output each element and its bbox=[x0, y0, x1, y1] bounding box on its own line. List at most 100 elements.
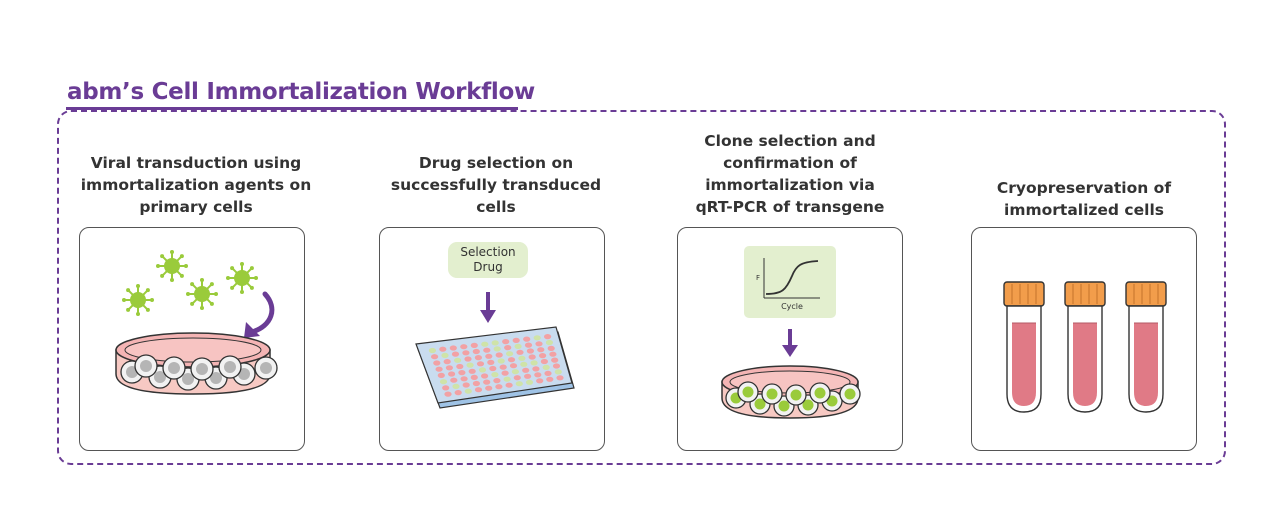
step-4-card bbox=[971, 227, 1197, 451]
cell-icon bbox=[254, 356, 278, 380]
well-icon bbox=[542, 364, 550, 370]
step-3-label: Clone selection and confirmation of immo… bbox=[695, 132, 885, 216]
well-icon bbox=[439, 346, 447, 352]
step-4-label: Cryopreservation of immortalized cells bbox=[996, 179, 1172, 219]
well-icon bbox=[485, 353, 493, 359]
well-icon bbox=[493, 378, 501, 384]
well-icon bbox=[444, 391, 452, 397]
cell-icon bbox=[162, 356, 186, 380]
well-icon bbox=[509, 363, 518, 369]
well-icon bbox=[460, 376, 468, 382]
arrow-head-icon bbox=[244, 322, 260, 338]
drug-plate-illustration: Selection Drug bbox=[415, 242, 575, 409]
cell-icon bbox=[190, 357, 214, 381]
petri-dish-icon bbox=[721, 365, 861, 419]
selection-drug-line1: Selection bbox=[460, 245, 515, 259]
well-icon bbox=[499, 364, 507, 370]
x-axis-label: Cycle bbox=[781, 302, 803, 311]
curved-arrow-icon bbox=[249, 291, 275, 335]
well-icon bbox=[518, 355, 526, 361]
amplification-curve bbox=[765, 260, 819, 295]
well-icon bbox=[489, 365, 497, 372]
well-icon bbox=[515, 381, 523, 387]
well-icon bbox=[493, 346, 501, 352]
well-icon bbox=[435, 366, 443, 372]
well-icon bbox=[464, 356, 472, 362]
well-icon bbox=[554, 369, 562, 375]
well-icon bbox=[549, 351, 557, 357]
cell-icon bbox=[761, 383, 783, 405]
well-icon bbox=[433, 360, 441, 366]
well-icon bbox=[466, 362, 474, 368]
cell-icon bbox=[809, 382, 831, 404]
well-icon bbox=[452, 383, 460, 389]
well-icon bbox=[536, 378, 544, 384]
well-icon bbox=[458, 370, 466, 376]
well-icon bbox=[501, 370, 509, 376]
well-icon bbox=[523, 336, 531, 342]
well-icon bbox=[454, 390, 462, 396]
well-icon bbox=[539, 353, 547, 359]
virus-icon bbox=[226, 262, 258, 294]
well-icon bbox=[431, 354, 439, 360]
well-icon bbox=[497, 358, 505, 364]
workflow-frame bbox=[57, 110, 1226, 465]
well-icon bbox=[516, 349, 524, 355]
step-3-card: F Cycle bbox=[677, 227, 903, 451]
well-icon bbox=[525, 379, 534, 385]
cryo-tube-icon bbox=[1003, 281, 1045, 413]
well-icon bbox=[481, 373, 489, 379]
well-icon bbox=[448, 371, 456, 377]
well-icon bbox=[450, 377, 458, 383]
well-icon bbox=[468, 368, 476, 374]
step-2-label: Drug selection on successfully transduce… bbox=[390, 154, 602, 216]
well-icon bbox=[528, 354, 536, 360]
well-icon bbox=[470, 374, 478, 380]
well-icon bbox=[514, 343, 522, 349]
well-icon bbox=[504, 345, 512, 351]
well-icon bbox=[454, 357, 462, 363]
petri-dish-icon bbox=[115, 332, 278, 395]
well-icon bbox=[552, 363, 561, 369]
well-icon bbox=[495, 352, 503, 358]
well-icon bbox=[481, 341, 489, 347]
cell-icon bbox=[218, 355, 242, 379]
well-icon bbox=[545, 339, 553, 346]
well-icon bbox=[472, 380, 480, 387]
well-icon bbox=[472, 348, 480, 355]
well-icon bbox=[437, 372, 445, 378]
well-icon bbox=[483, 347, 491, 353]
cryo-tube-icon bbox=[1125, 281, 1167, 413]
well-icon bbox=[511, 369, 519, 375]
well-icon bbox=[534, 372, 542, 378]
well-icon bbox=[491, 372, 499, 378]
virus-icon bbox=[122, 284, 154, 316]
well-plate-icon bbox=[415, 326, 575, 409]
well-icon bbox=[474, 355, 482, 361]
well-icon bbox=[456, 363, 464, 370]
well-icon bbox=[474, 387, 483, 393]
arrow-head-icon bbox=[480, 310, 496, 323]
well-icon bbox=[483, 379, 491, 385]
step-2-card: Selection Drug bbox=[379, 227, 605, 451]
well-icon bbox=[491, 340, 499, 346]
well-icon bbox=[530, 360, 538, 366]
virus-dish-illustration bbox=[115, 250, 278, 395]
selection-drug-box bbox=[448, 242, 528, 278]
well-icon bbox=[533, 335, 541, 341]
cell-icon bbox=[134, 354, 158, 378]
well-icon bbox=[506, 351, 514, 357]
well-icon bbox=[443, 359, 451, 365]
well-icon bbox=[512, 337, 520, 343]
well-icon bbox=[551, 357, 559, 363]
well-icon bbox=[524, 342, 533, 348]
well-icon bbox=[547, 345, 555, 351]
well-icon bbox=[460, 344, 468, 350]
well-icon bbox=[470, 342, 478, 348]
well-icon bbox=[478, 367, 487, 373]
well-icon bbox=[462, 350, 470, 356]
well-icon bbox=[495, 384, 503, 390]
cryo-tubes-illustration bbox=[1003, 281, 1167, 413]
well-icon bbox=[449, 345, 457, 351]
y-axis-label: F bbox=[756, 274, 760, 282]
